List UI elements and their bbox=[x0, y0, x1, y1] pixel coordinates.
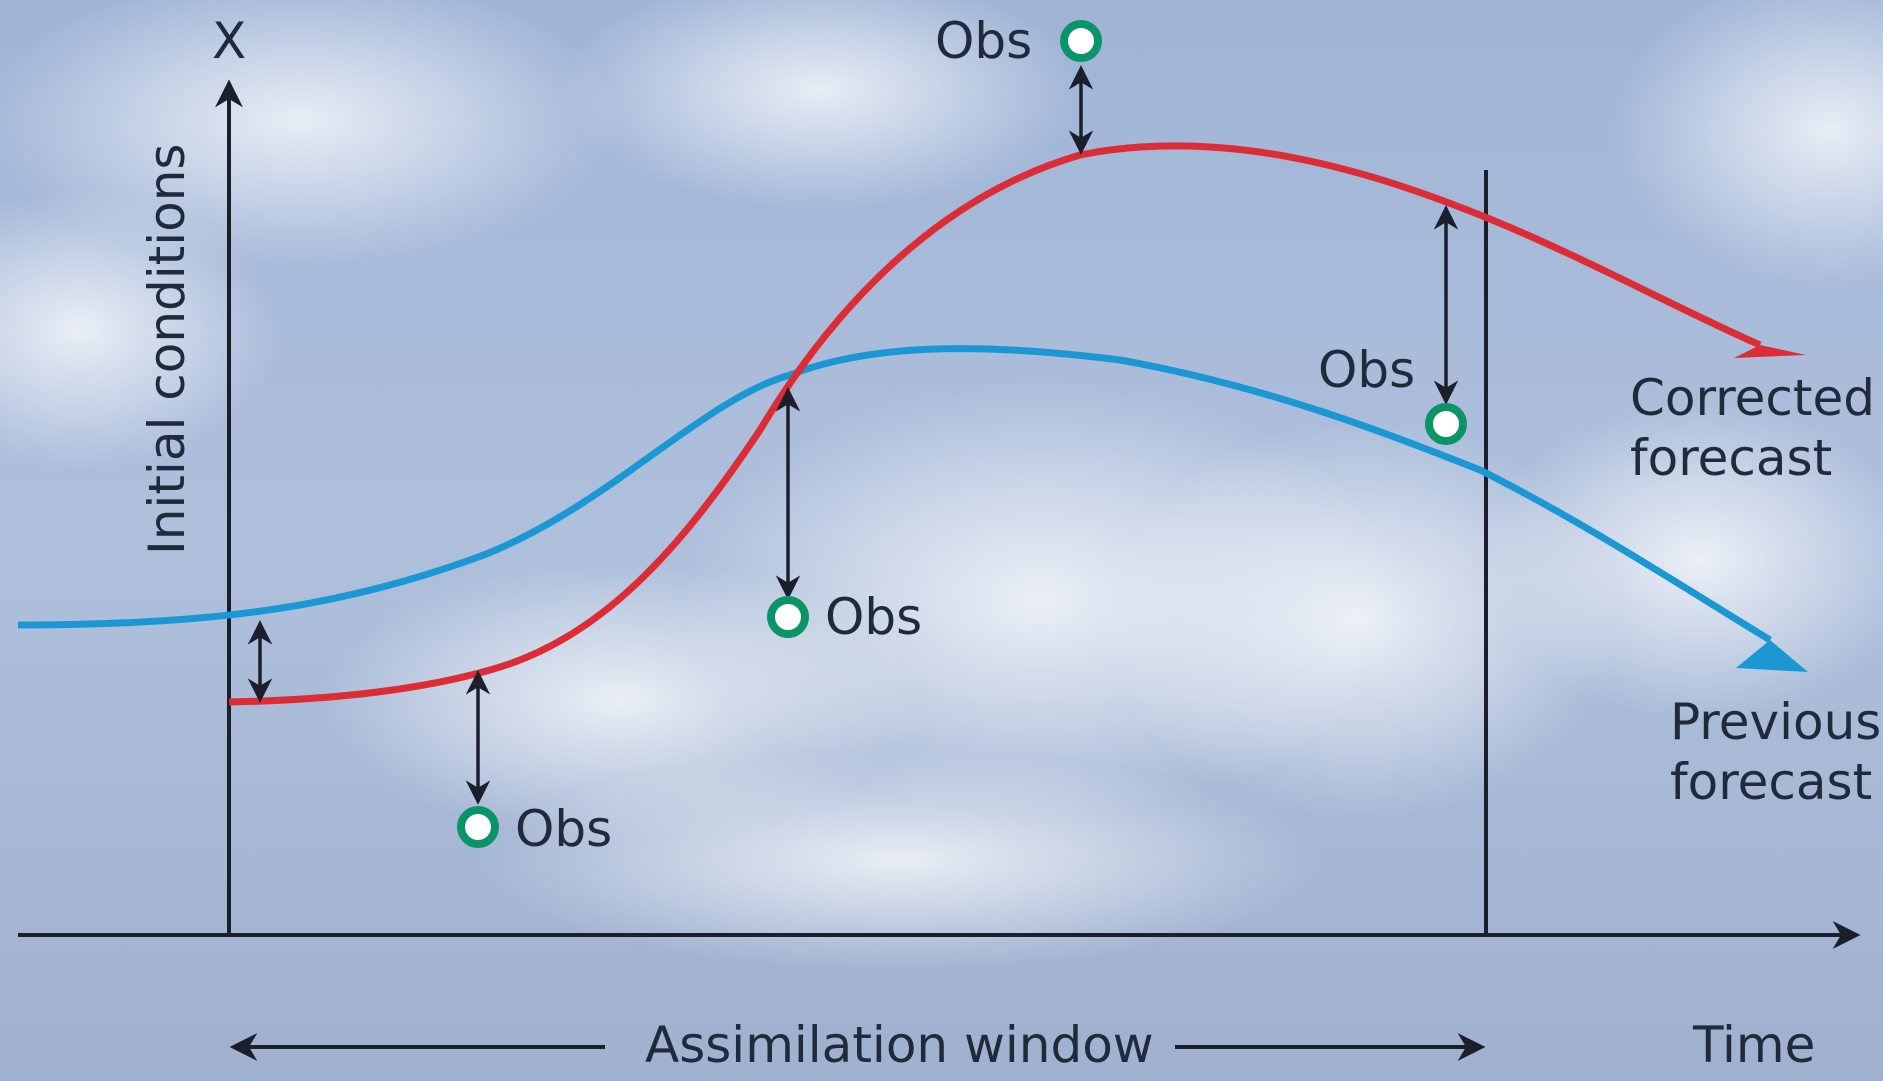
cloud-layer bbox=[0, 0, 1883, 970]
corrected-forecast-curve bbox=[228, 142, 1762, 706]
previous-forecast-curve bbox=[17, 345, 1772, 643]
y-axis-symbol: X bbox=[212, 12, 247, 70]
previous-forecast-label-line1: Previous bbox=[1670, 693, 1882, 751]
double-arrow-icon bbox=[247, 65, 1459, 805]
previous-forecast-label-line2: forecast bbox=[1670, 753, 1873, 811]
previous-forecast-arrowhead-icon bbox=[1736, 640, 1808, 672]
corrected-forecast-label-line1: Corrected bbox=[1630, 369, 1875, 427]
observation-circle-icon bbox=[457, 20, 1467, 848]
observation-label: Obs bbox=[825, 588, 923, 646]
y-axis-label: Initial conditions bbox=[138, 143, 196, 555]
corrected-forecast-label: Corrected forecast bbox=[1630, 368, 1875, 488]
observation-label: Obs bbox=[1318, 341, 1416, 399]
previous-forecast-label: Previous forecast bbox=[1670, 692, 1881, 812]
observation-label: Obs bbox=[515, 800, 613, 858]
observation-label: Obs bbox=[935, 12, 1033, 70]
corrected-forecast-label-line2: forecast bbox=[1630, 429, 1833, 487]
x-axis-label: Time bbox=[1693, 1016, 1816, 1074]
corrected-forecast-arrowhead-icon bbox=[1734, 345, 1806, 358]
assimilation-window-label: Assimilation window bbox=[645, 1016, 1154, 1074]
